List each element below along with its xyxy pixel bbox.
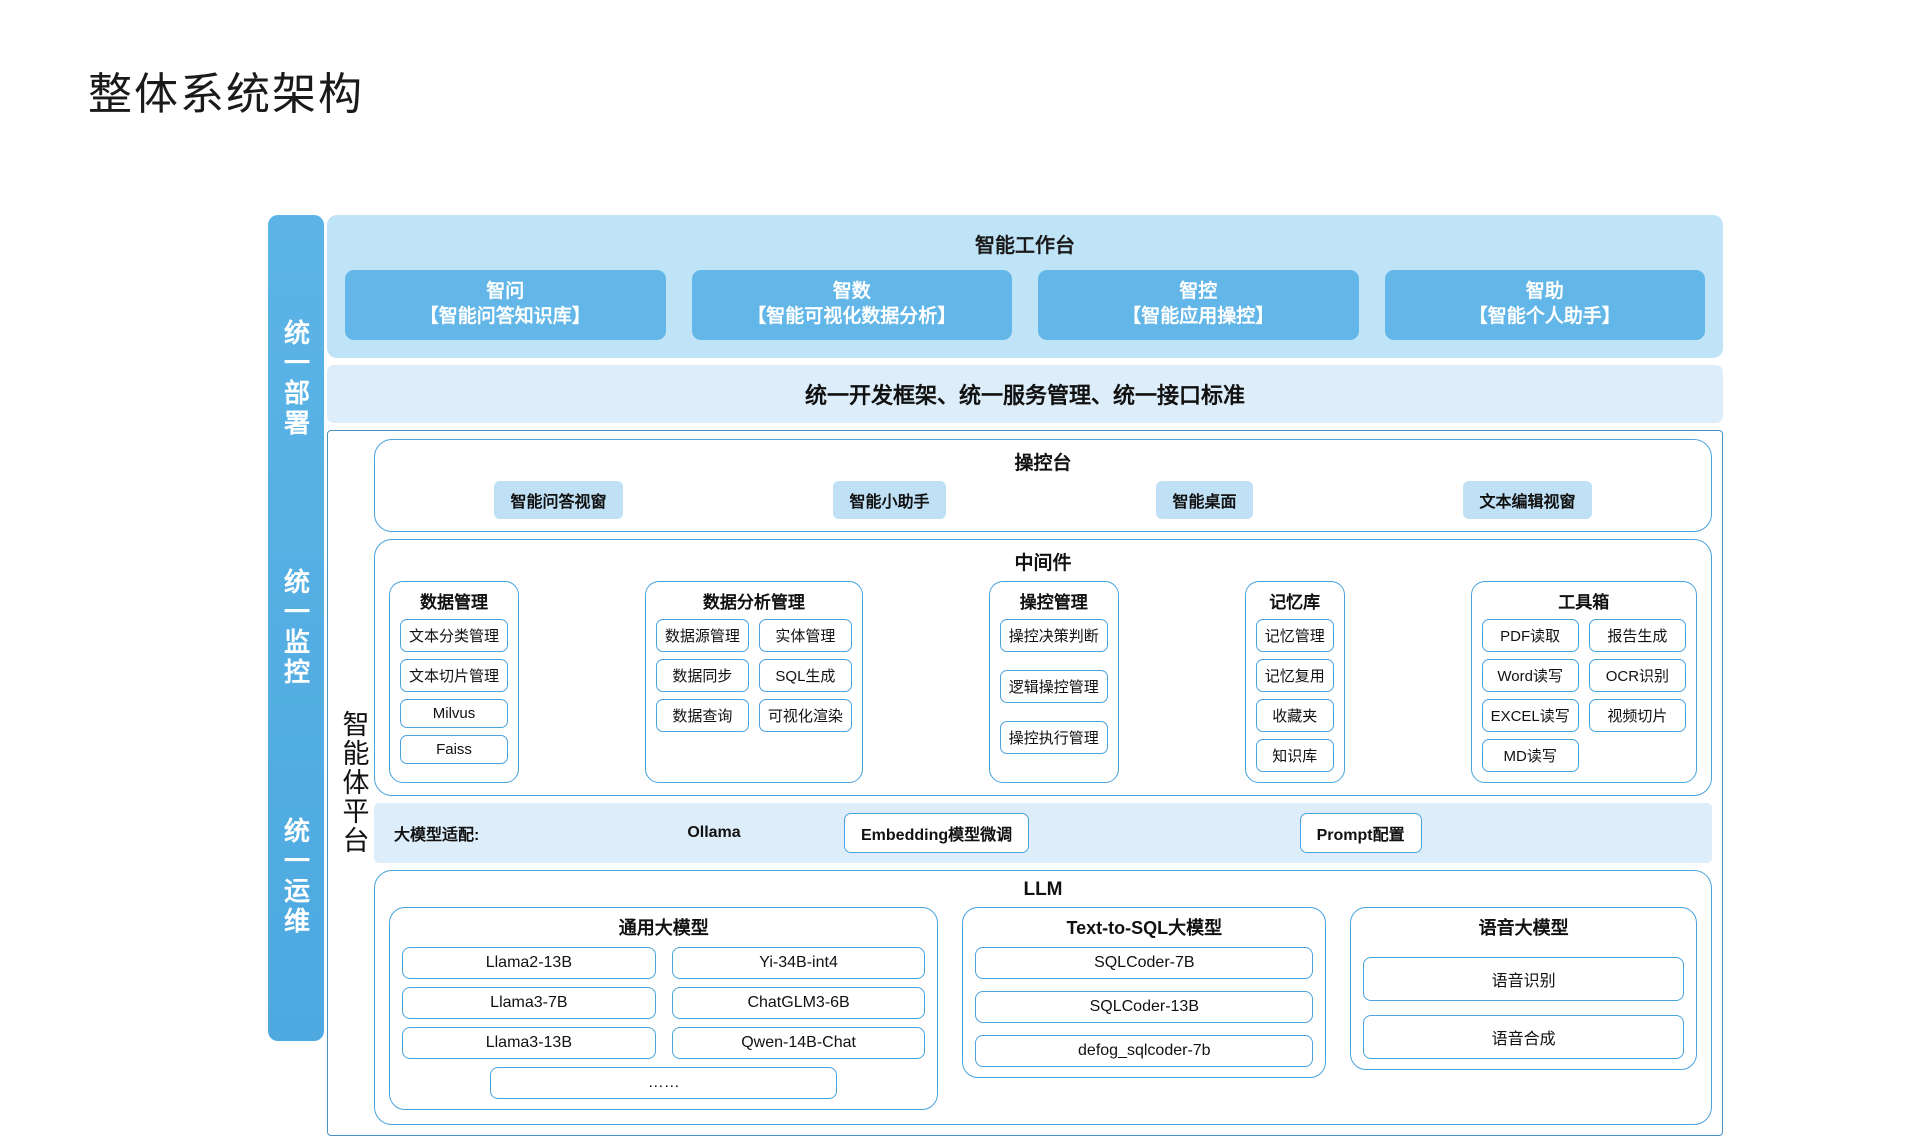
rail-item-ops: 统一运维 [280, 816, 311, 937]
adapter-label: 大模型适配: [394, 827, 480, 845]
middleware-title: 中间件 [1014, 553, 1072, 575]
workbench-card-zhiwen[interactable]: 智问 【智能问答知识库】 [345, 270, 666, 341]
adapter-chip-prompt-config[interactable]: Prompt配置 [1299, 813, 1422, 854]
middleware-col-data-analysis: 数据分析管理 数据源管理 实体管理 数据同步 SQL生成 数据查询 可视化渲染 [644, 581, 863, 784]
workbench-card-zhikong[interactable]: 智控 【智能应用操控】 [1038, 270, 1359, 341]
llm-title: LLM [1023, 879, 1063, 901]
adapter-ollama: Ollama [687, 824, 741, 842]
llm-chip-llama2-13b[interactable]: Llama2-13B [402, 947, 656, 980]
llm-col-speech: 语音大模型 语音识别 语音合成 [1350, 907, 1697, 1071]
console-item-text-editor[interactable]: 文本编辑视窗 [1463, 481, 1592, 520]
console-item-qa-window[interactable]: 智能问答视窗 [494, 481, 623, 520]
llm-column-row: 通用大模型 Llama2-13B Yi-34B-int4 Llama3-7B C… [389, 907, 1697, 1111]
chip-knowledge-base[interactable]: 知识库 [1255, 739, 1334, 773]
adapter-chip-embedding-finetune[interactable]: Embedding模型微调 [844, 813, 1030, 854]
col-title: 记忆库 [1269, 593, 1321, 613]
chip-control-execution[interactable]: 操控执行管理 [999, 721, 1108, 755]
platform-label: 智能体平台 [334, 439, 374, 1125]
llm-chip-qwen-14b-chat[interactable]: Qwen-14B-Chat [671, 1027, 926, 1060]
middleware-col-toolbox: 工具箱 PDF读取 报告生成 Word读写 OCR识别 EXCEL读写 视频切片… [1470, 581, 1697, 784]
chip-ocr[interactable]: OCR识别 [1588, 659, 1686, 693]
card-subtitle: 【智能问答知识库】 [419, 306, 591, 328]
chip-milvus[interactable]: Milvus [400, 699, 509, 729]
llm-chip-chatglm3-6b[interactable]: ChatGLM3-6B [671, 987, 926, 1020]
chip-text-classification[interactable]: 文本分类管理 [400, 619, 509, 653]
llm-col-text-to-sql: Text-to-SQL大模型 SQLCoder-7B SQLCoder-13B … [962, 907, 1327, 1079]
card-name: 智数 [832, 281, 871, 302]
card-subtitle: 【智能应用操控】 [1122, 306, 1275, 328]
chip-word-readwrite[interactable]: Word读写 [1481, 659, 1579, 693]
card-name: 智问 [486, 281, 525, 302]
card-subtitle: 【智能个人助手】 [1468, 306, 1621, 328]
col-title: 工具箱 [1558, 593, 1610, 613]
console-item-row: 智能问答视窗 智能小助手 智能桌面 文本编辑视窗 [389, 481, 1697, 520]
card-name: 智控 [1179, 281, 1218, 302]
middleware-col-control-management: 操控管理 操控决策判断 逻辑操控管理 操控执行管理 [988, 581, 1119, 784]
middleware-panel: 中间件 数据管理 文本分类管理 文本切片管理 Milvus Faiss [374, 539, 1712, 797]
workbench-card-row: 智问 【智能问答知识库】 智数 【智能可视化数据分析】 智控 【智能应用操控】 … [345, 270, 1705, 341]
chip-visual-render[interactable]: 可视化渲染 [758, 699, 852, 733]
chip-data-query[interactable]: 数据查询 [655, 699, 749, 733]
console-panel: 操控台 智能问答视窗 智能小助手 智能桌面 文本编辑视窗 [374, 439, 1712, 533]
middleware-col-memory: 记忆库 记忆管理 记忆复用 收藏夹 知识库 [1244, 581, 1345, 784]
chip-excel-readwrite[interactable]: EXCEL读写 [1481, 699, 1579, 733]
platform-container: 智能体平台 操控台 智能问答视窗 智能小助手 智能桌面 文本编辑视窗 中间件 [327, 430, 1723, 1136]
llm-chip-yi-34b-int4[interactable]: Yi-34B-int4 [671, 947, 926, 980]
col-title: Text-to-SQL大模型 [1066, 918, 1223, 939]
middleware-col-data-management: 数据管理 文本分类管理 文本切片管理 Milvus Faiss [389, 581, 520, 784]
workbench-card-zhizhu[interactable]: 智助 【智能个人助手】 [1384, 270, 1705, 341]
workbench-title: 智能工作台 [975, 235, 1075, 257]
console-item-assistant[interactable]: 智能小助手 [833, 481, 946, 520]
chip-pdf-read[interactable]: PDF读取 [1481, 619, 1579, 653]
chip-entity-management[interactable]: 实体管理 [758, 619, 852, 653]
chip-faiss[interactable]: Faiss [400, 735, 509, 765]
architecture-diagram: 统一部署 统一监控 统一运维 智能工作台 智问 【智能问答知识库】 智数 【智能… [268, 215, 1723, 1136]
page-title: 整体系统架构 [88, 70, 364, 119]
workbench-card-zhishu[interactable]: 智数 【智能可视化数据分析】 [691, 270, 1012, 341]
llm-panel: LLM 通用大模型 Llama2-13B Yi-34B-int4 Llama3-… [374, 870, 1712, 1126]
unified-standards-band: 统一开发框架、统一服务管理、统一接口标准 [327, 365, 1723, 424]
middleware-column-row: 数据管理 文本分类管理 文本切片管理 Milvus Faiss 数据分析管理 [389, 581, 1697, 784]
llm-chip-speech-synthesis[interactable]: 语音合成 [1363, 1015, 1684, 1060]
chip-datasource-management[interactable]: 数据源管理 [655, 619, 749, 653]
col-title: 数据分析管理 [702, 593, 805, 613]
chip-text-chunking[interactable]: 文本切片管理 [400, 659, 509, 693]
llm-chip-sqlcoder-7b[interactable]: SQLCoder-7B [975, 947, 1314, 980]
chip-memory-reuse[interactable]: 记忆复用 [1255, 659, 1334, 693]
rail-item-deploy: 统一部署 [280, 319, 311, 440]
console-title: 操控台 [1014, 453, 1072, 475]
chip-favorites[interactable]: 收藏夹 [1255, 699, 1334, 733]
llm-chip-defog-sqlcoder-7b[interactable]: defog_sqlcoder-7b [975, 1035, 1314, 1068]
col-title: 操控管理 [1019, 593, 1088, 613]
chip-sql-generation[interactable]: SQL生成 [758, 659, 852, 693]
chip-data-sync[interactable]: 数据同步 [655, 659, 749, 693]
llm-chip-llama3-7b[interactable]: Llama3-7B [402, 987, 656, 1020]
chip-md-readwrite[interactable]: MD读写 [1481, 739, 1579, 773]
card-name: 智助 [1525, 281, 1564, 302]
col-title: 数据管理 [420, 593, 488, 613]
chip-report-generation[interactable]: 报告生成 [1588, 619, 1686, 653]
llm-chip-speech-recognition[interactable]: 语音识别 [1363, 957, 1684, 1002]
col-title: 语音大模型 [1478, 918, 1569, 939]
col-title: 通用大模型 [618, 918, 709, 939]
card-subtitle: 【智能可视化数据分析】 [747, 306, 957, 328]
left-rail: 统一部署 统一监控 统一运维 [268, 215, 324, 1041]
console-item-desktop[interactable]: 智能桌面 [1156, 481, 1253, 520]
llm-chip-sqlcoder-13b[interactable]: SQLCoder-13B [975, 991, 1314, 1024]
model-adapter-band: 大模型适配: Ollama Embedding模型微调 Prompt配置 [374, 803, 1712, 864]
llm-chip-more[interactable]: …… [490, 1067, 837, 1100]
platform-label-text: 智能体平台 [338, 709, 369, 855]
rail-item-monitor: 统一监控 [280, 567, 311, 688]
chip-video-clip[interactable]: 视频切片 [1588, 699, 1686, 733]
chip-control-decision[interactable]: 操控决策判断 [999, 619, 1108, 653]
chip-memory-management[interactable]: 记忆管理 [1255, 619, 1334, 653]
workbench-section: 智能工作台 智问 【智能问答知识库】 智数 【智能可视化数据分析】 智控 【智能… [327, 215, 1723, 359]
llm-chip-llama3-13b[interactable]: Llama3-13B [402, 1027, 656, 1060]
chip-logic-control[interactable]: 逻辑操控管理 [999, 670, 1108, 704]
